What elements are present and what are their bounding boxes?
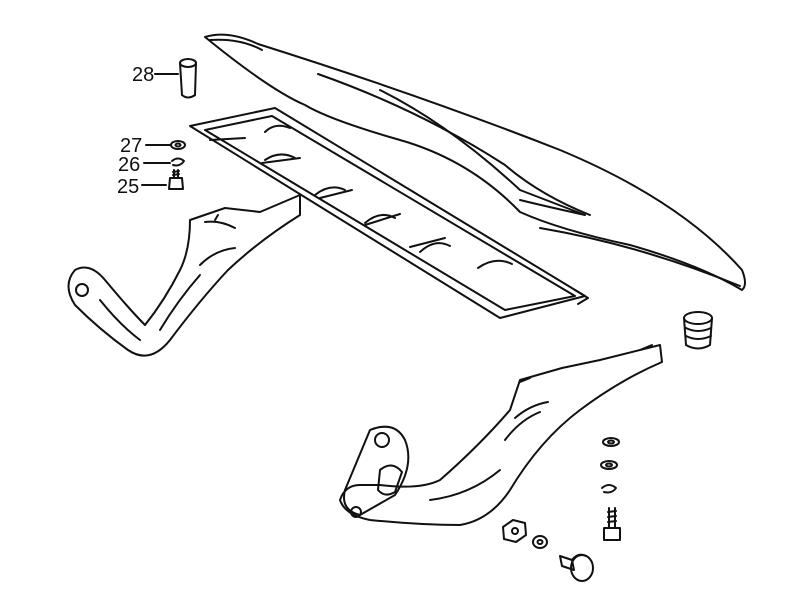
callout-label-25: 25 <box>117 176 140 198</box>
bolt-right <box>603 507 621 541</box>
right-hinge <box>339 344 663 526</box>
callout-label-27: 27 <box>120 135 143 157</box>
lock-washer-26 <box>171 157 185 167</box>
nut-right <box>502 519 527 543</box>
rubber-stop <box>683 311 713 350</box>
washer-27 <box>170 140 186 150</box>
rubber-buffer-28 <box>179 58 197 99</box>
washer-right-3 <box>532 535 548 549</box>
rubber-knob <box>559 553 594 582</box>
washer-right-2 <box>600 460 618 470</box>
lid-panel <box>204 33 746 291</box>
washer-right-1 <box>602 437 620 447</box>
left-hinge <box>67 194 301 357</box>
leader-lines <box>141 73 179 186</box>
callout-label-28: 28 <box>132 64 155 86</box>
lock-washer-right <box>601 484 617 494</box>
bolt-25 <box>168 169 184 190</box>
callout-label-26: 26 <box>118 154 141 176</box>
inner-frame <box>189 107 589 319</box>
